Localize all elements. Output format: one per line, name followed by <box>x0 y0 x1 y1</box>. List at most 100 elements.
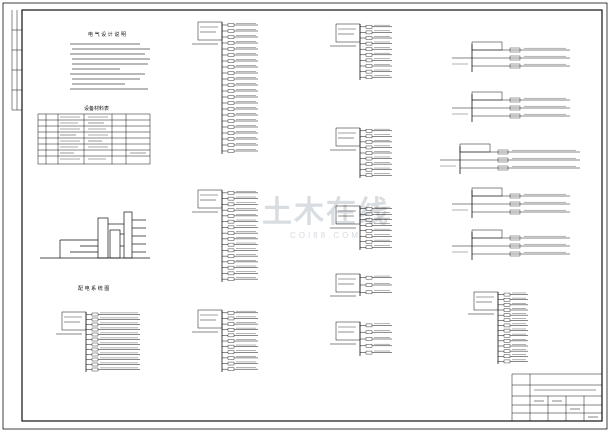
breaker <box>365 173 373 177</box>
meter-box <box>497 165 509 171</box>
breaker <box>227 47 235 51</box>
equipment-table <box>37 113 151 165</box>
panel-label-box <box>471 229 503 239</box>
breaker <box>227 316 235 321</box>
breaker <box>227 35 235 39</box>
breaker <box>365 75 373 79</box>
breaker <box>91 317 99 322</box>
breaker <box>91 362 99 367</box>
breaker <box>227 350 235 354</box>
notes-text-lines <box>70 43 150 90</box>
breaker <box>227 225 235 230</box>
breaker <box>227 367 235 371</box>
breaker <box>365 337 373 341</box>
watermark-sub: COI88.COM <box>290 231 361 240</box>
breaker <box>365 330 373 334</box>
breaker <box>227 23 235 27</box>
panel-header-box <box>335 273 361 293</box>
breaker <box>227 137 235 141</box>
breaker <box>227 219 235 224</box>
breaker <box>227 143 235 147</box>
breaker <box>365 36 373 40</box>
meter-box <box>509 113 521 119</box>
panel-label-box <box>471 91 503 101</box>
breaker <box>365 240 373 244</box>
meter-box <box>509 63 521 69</box>
meter-box <box>509 55 521 61</box>
riser-title: 配 电 系 统 图 <box>78 285 109 292</box>
breaker <box>227 333 235 338</box>
breaker <box>503 323 511 328</box>
breaker <box>227 271 235 276</box>
breaker <box>365 229 373 233</box>
breaker <box>227 77 235 81</box>
breaker <box>227 254 235 258</box>
meter-box <box>509 251 521 257</box>
breaker <box>365 41 373 46</box>
breaker <box>503 334 511 338</box>
breaker <box>365 129 373 133</box>
breaker <box>91 342 99 347</box>
breaker <box>503 354 511 358</box>
breaker <box>227 231 235 235</box>
watermark-main: 土木在线 <box>262 196 390 229</box>
meter-box <box>509 201 521 207</box>
breaker <box>227 89 235 93</box>
breaker <box>227 339 235 343</box>
breaker <box>227 344 235 349</box>
breaker <box>227 113 235 117</box>
panel-header-box <box>197 21 223 41</box>
meter-box <box>509 243 521 249</box>
breaker <box>227 242 235 247</box>
binding-strip <box>11 10 22 111</box>
breaker <box>227 322 235 326</box>
breaker <box>91 367 99 372</box>
breaker <box>503 328 511 333</box>
breaker <box>365 69 373 74</box>
panel-schedules <box>56 21 580 372</box>
breaker <box>503 318 511 322</box>
breaker <box>503 359 511 364</box>
riser-diagram <box>40 211 150 259</box>
breaker <box>365 58 373 63</box>
breaker <box>365 290 373 295</box>
breaker <box>365 344 373 348</box>
breaker <box>227 277 235 281</box>
panel-header-box <box>335 23 361 43</box>
equipment-table-cells <box>60 116 146 160</box>
breaker <box>365 53 373 57</box>
breaker <box>503 349 511 353</box>
meter-box <box>509 193 521 199</box>
breaker <box>227 65 235 69</box>
notes-title: 电 气 设 计 说 明 <box>88 31 126 38</box>
panel-label-box <box>471 41 503 51</box>
breaker <box>365 64 373 68</box>
breaker <box>91 352 99 357</box>
breaker <box>503 303 511 307</box>
breaker <box>365 275 373 280</box>
panel-label-box <box>471 187 503 197</box>
meter-box <box>509 105 521 111</box>
breaker <box>227 53 235 57</box>
breaker <box>227 311 235 315</box>
panel-header-box <box>197 309 223 329</box>
breaker <box>365 283 373 287</box>
breaker <box>91 357 99 362</box>
breaker <box>227 265 235 270</box>
breaker <box>503 344 511 348</box>
breaker <box>227 196 235 201</box>
breaker <box>227 260 235 264</box>
breaker <box>365 162 373 166</box>
breaker <box>227 71 235 75</box>
breaker <box>503 308 511 312</box>
breaker <box>227 131 235 135</box>
breaker <box>365 30 373 35</box>
breaker <box>365 25 373 29</box>
meter-box <box>497 149 509 155</box>
breaker <box>365 145 373 150</box>
breaker <box>227 191 235 195</box>
panel-label-box <box>459 143 491 153</box>
breaker <box>227 328 235 332</box>
breaker <box>91 322 99 327</box>
breaker <box>365 151 373 155</box>
